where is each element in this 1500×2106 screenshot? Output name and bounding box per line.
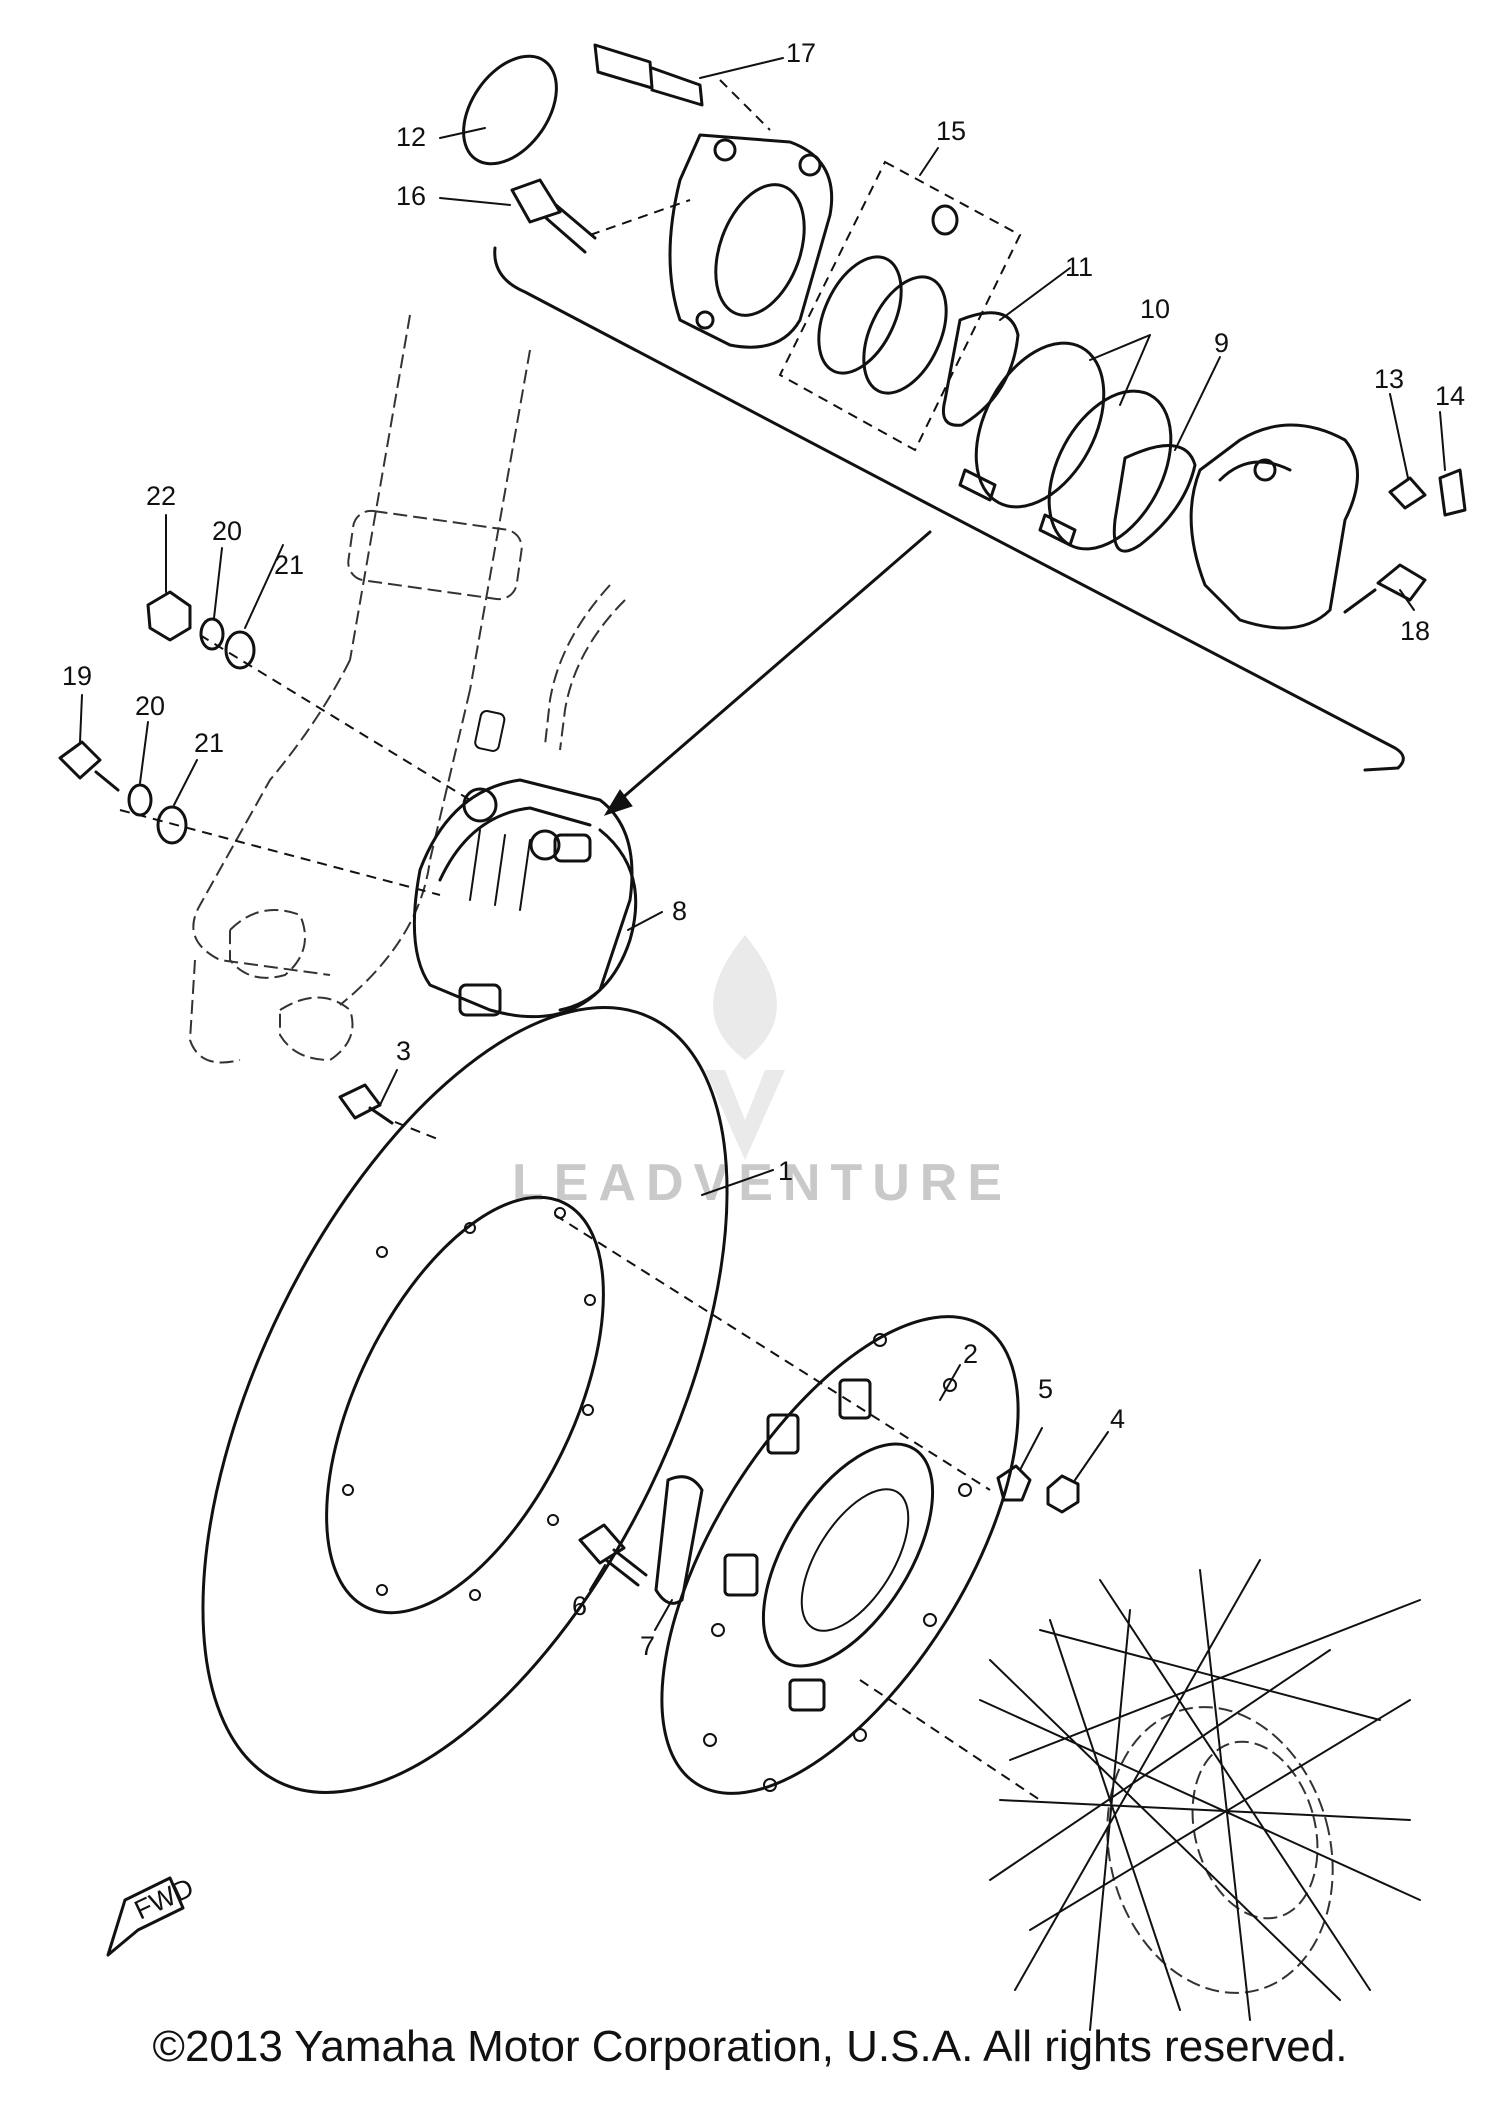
callout-2: 2 <box>963 1339 978 1369</box>
spoked-wheel-hub <box>979 1559 1421 2031</box>
copyright-notice: ©2013 Yamaha Motor Corporation, U.S.A. A… <box>152 2022 1348 2071</box>
callout-17: 17 <box>786 38 816 68</box>
watermark-text: LEADVENTURE <box>512 1154 1012 1212</box>
callout-9: 9 <box>1214 328 1229 358</box>
callout-12: 12 <box>396 122 426 152</box>
hub-bolt-6 <box>578 1523 648 1587</box>
callout-19: 19 <box>62 661 92 691</box>
brake-pads-10 <box>958 341 1173 551</box>
caliper-inner-half <box>668 133 834 349</box>
seal-kit-15 <box>778 160 1022 452</box>
bolt-19 <box>58 740 120 792</box>
callout-20-upper: 20 <box>212 516 242 546</box>
brake-caliper-assembly <box>412 778 638 1019</box>
callout-8: 8 <box>672 896 687 926</box>
bleeder-13 <box>1388 476 1427 510</box>
callout-labels: 1 2 3 4 5 6 7 8 9 10 11 12 13 14 15 16 1… <box>62 38 1465 1661</box>
bolt-17 <box>593 43 704 107</box>
callout-11: 11 <box>1065 252 1093 282</box>
callout-6: 6 <box>572 1591 587 1621</box>
callout-21-upper: 21 <box>274 550 304 580</box>
washer-20-lower <box>127 783 153 817</box>
washer-20-upper <box>199 617 225 651</box>
fwd-arrow-icon: FWD <box>106 1872 198 1957</box>
bleed-bolt-3 <box>338 1083 394 1125</box>
brake-disc <box>201 1006 729 1794</box>
caliper-outer-half <box>1189 423 1359 630</box>
assembly-center-lines <box>119 79 1041 1801</box>
callout-10: 10 <box>1140 294 1170 324</box>
disc-hub <box>660 1315 1020 1795</box>
callout-5: 5 <box>1038 1374 1053 1404</box>
nut-22 <box>146 590 192 642</box>
cap-12 <box>462 54 558 166</box>
callout-18: 18 <box>1400 616 1430 646</box>
front-fork-leg <box>188 314 531 1064</box>
pad-shim-11 <box>941 311 1020 427</box>
callout-21-lower: 21 <box>194 728 224 758</box>
watermark-logo-icon <box>705 935 785 1160</box>
callout-22: 22 <box>146 481 176 511</box>
callout-13: 13 <box>1374 364 1404 394</box>
washer-21-lower <box>156 805 188 845</box>
callout-4: 4 <box>1110 1404 1125 1434</box>
nut-4 <box>1046 1474 1080 1514</box>
lock-plate-7 <box>654 1475 704 1605</box>
brake-hose <box>474 584 626 752</box>
bolt-16 <box>510 178 597 254</box>
callout-16: 16 <box>396 181 426 211</box>
callout-20-lower: 20 <box>135 691 165 721</box>
caliper-inset-bracket <box>493 246 1405 816</box>
bleeder-cap-14 <box>1438 468 1467 517</box>
callout-3: 3 <box>396 1036 411 1066</box>
callout-14: 14 <box>1435 381 1465 411</box>
callout-7: 7 <box>640 1631 655 1661</box>
washer-21-upper <box>224 630 256 670</box>
callout-1: 1 <box>778 1156 793 1186</box>
leader-lines <box>79 57 1446 1631</box>
lock-washer-5 <box>996 1464 1032 1502</box>
bolt-18 <box>1343 563 1427 614</box>
callout-15: 15 <box>936 116 966 146</box>
pad-shim-9 <box>1112 444 1197 553</box>
